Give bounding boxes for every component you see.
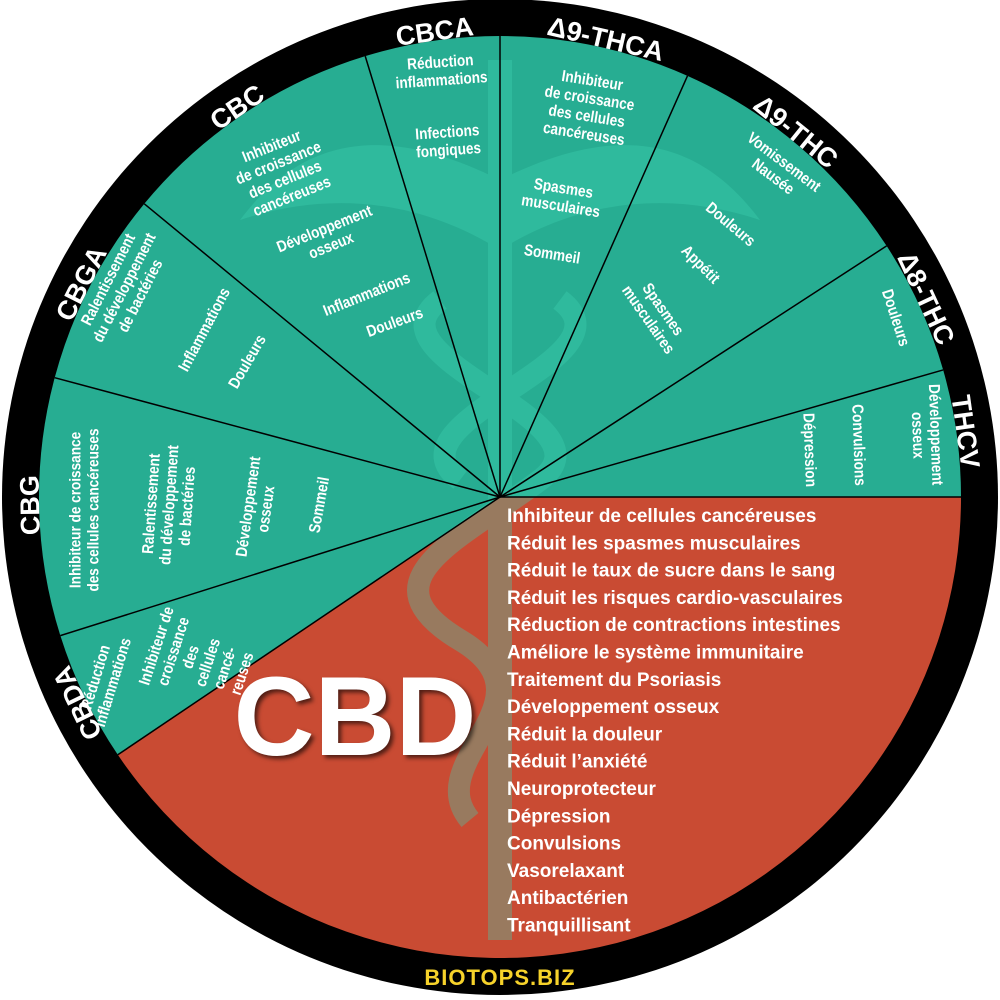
- sector-item-line: osseux: [908, 412, 927, 460]
- sector-dividers: [54, 36, 961, 756]
- sector-item-line: inflammations: [395, 69, 488, 93]
- cbd-benefit-item: Réduit la douleur: [507, 724, 663, 745]
- cbd-benefit-item: Développement osseux: [507, 697, 720, 718]
- sector-item-line: des cellules cancéreuses: [85, 428, 102, 591]
- cbd-benefit-item: Neuroprotecteur: [507, 779, 656, 800]
- divider-line: [60, 496, 501, 637]
- divider-line: [499, 245, 888, 498]
- sector-item-line: Inhibiteur de croissance: [67, 432, 84, 588]
- sectors: [39, 36, 962, 958]
- sector-8thc: [500, 245, 944, 497]
- cbd-benefit-item: Convulsions: [507, 834, 621, 855]
- sector-item-line: Dépression: [799, 413, 819, 488]
- sector-item-line: Infections: [415, 122, 480, 144]
- sector-item: Convulsions: [848, 404, 868, 486]
- cbd-benefit-item: Vasorelaxant: [507, 861, 625, 882]
- divider-line: [364, 55, 501, 498]
- cbd-benefit-item: Réduit les risques cardio-vasculaires: [507, 588, 843, 609]
- cbd-title: CBD: [234, 654, 477, 779]
- cbd-benefits-list: Inhibiteur de cellules cancéreusesRéduit…: [507, 506, 843, 937]
- cbd-benefit-item: Améliore le système immunitaire: [507, 643, 804, 664]
- sector-cbda: [60, 497, 500, 755]
- sector-item-line: de bactéries: [177, 466, 200, 546]
- cbd-benefit-item: Antibactérien: [507, 888, 628, 909]
- ring-label-cbg: CBG: [15, 475, 46, 536]
- sector-item-line: Convulsions: [848, 404, 868, 486]
- sector-cbc: [144, 56, 500, 498]
- cbd-benefit-item: Traitement du Psoriasis: [507, 670, 721, 691]
- sector-9thca: [500, 36, 688, 497]
- sector-cbca: [365, 36, 500, 497]
- cbd-benefit-item: Réduit les spasmes musculaires: [507, 533, 801, 554]
- sector-cbg: [39, 377, 501, 636]
- sector-item-line: des: [180, 643, 204, 671]
- sector-cbd: [117, 497, 962, 958]
- sector-item-line: osseux: [255, 484, 279, 533]
- sector-item: Dépression: [799, 413, 819, 488]
- cbd-benefit-item: Dépression: [507, 806, 610, 827]
- sector-cbga: [54, 203, 501, 497]
- sector-9thc: [500, 75, 887, 498]
- cbd-benefit-item: Tranquillisant: [507, 916, 631, 937]
- divider-line: [499, 369, 944, 498]
- cbd-benefit-item: Réduit l’anxiété: [507, 752, 647, 773]
- sector-thcv: [500, 369, 961, 497]
- divider-line: [143, 203, 501, 498]
- divider-line: [499, 75, 689, 498]
- sector-item-line: fongiques: [416, 140, 482, 162]
- cbd-benefit-item: Inhibiteur de cellules cancéreuses: [507, 506, 816, 527]
- cbd-benefit-item: Réduction de contractions intestines: [507, 615, 841, 636]
- divider-line: [54, 376, 501, 498]
- sector-item-line: Développement: [925, 384, 946, 486]
- brand-logo: BIOTOPS.BIZ: [424, 965, 575, 990]
- sector-item: Inhibiteur decroissancedescellulescancé-…: [136, 605, 257, 698]
- cbd-benefit-item: Réduit le taux de sucre dans le sang: [507, 561, 835, 582]
- sector-item-line: Réduction: [407, 52, 474, 74]
- divider-line: [117, 496, 501, 756]
